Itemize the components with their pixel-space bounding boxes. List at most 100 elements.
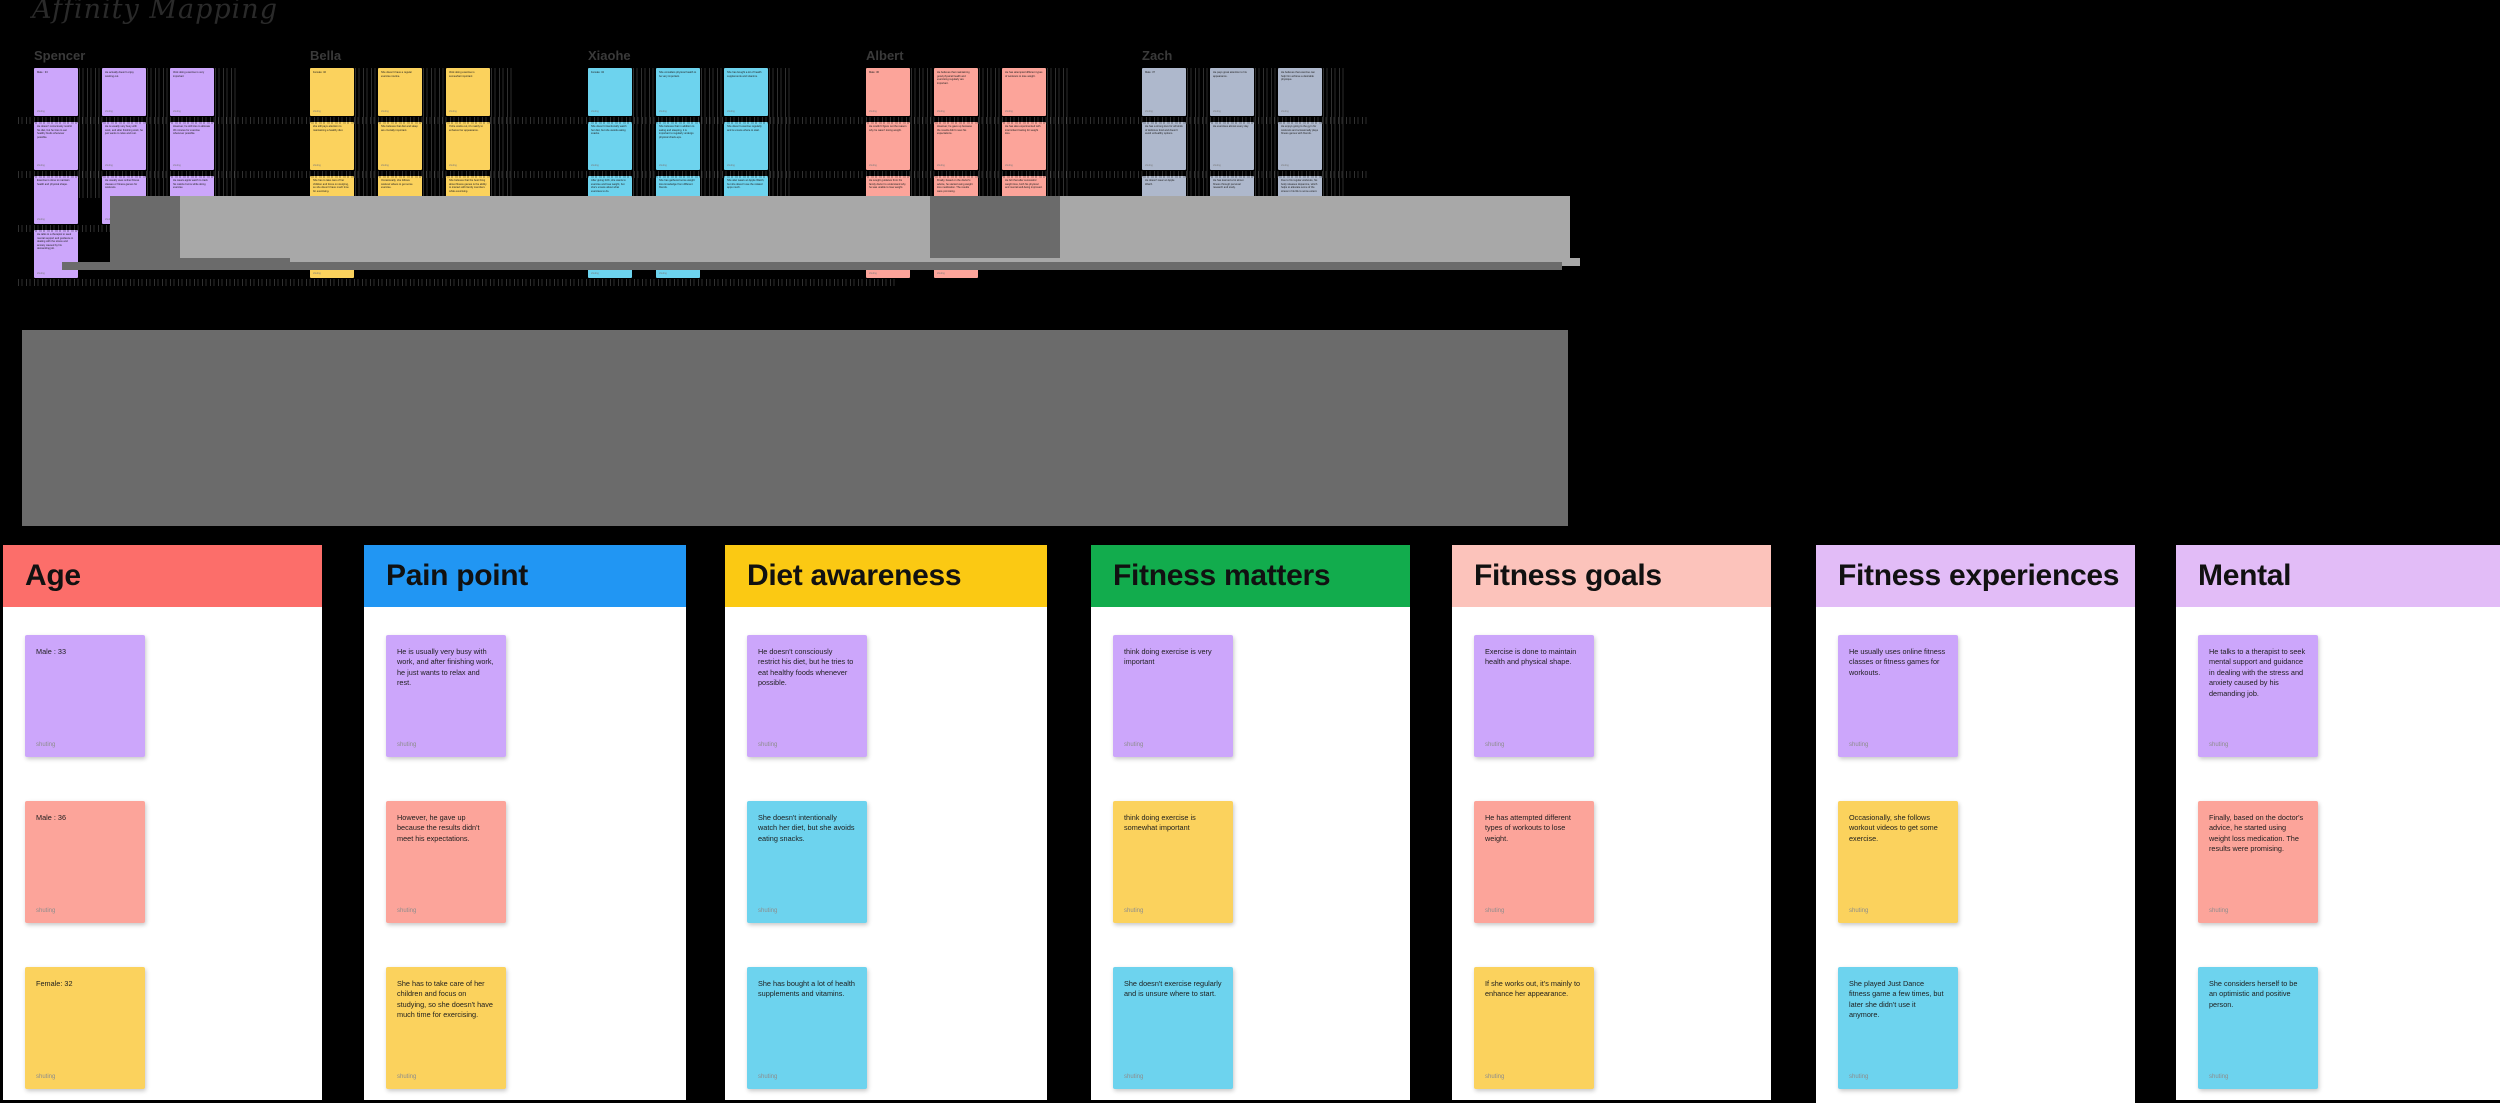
render-artifact <box>1047 68 1069 198</box>
canvas-sticky-note[interactable]: He also wears an Apple Watch but isn't f… <box>866 230 910 278</box>
canvas-sticky-note[interactable]: He doesn't wear an Apple Watch.shuting <box>1142 176 1186 224</box>
sticky-note[interactable]: Exercise is done to maintain health and … <box>1474 635 1594 757</box>
canvas-sticky-note[interactable]: Due to his regular workouts, his body re… <box>1278 176 1322 224</box>
sticky-note-text: He believes that exercise can help him a… <box>1281 71 1315 82</box>
sticky-note-text: He has learned a lot about fitness throu… <box>1213 179 1244 190</box>
board-notes-pain-point[interactable]: He is usually very busy with work, and a… <box>364 607 686 1100</box>
sticky-note[interactable]: He doesn't consciously restrict his diet… <box>747 635 867 757</box>
canvas-sticky-note[interactable]: Finally, based on the doctor's advice, h… <box>934 176 978 224</box>
sticky-note[interactable]: She has to take care of her children and… <box>386 967 506 1089</box>
sticky-note[interactable]: He has attempted different types of work… <box>1474 801 1594 923</box>
sticky-note[interactable]: He talks to a therapist to seek mental s… <box>2198 635 2318 757</box>
canvas-sticky-note[interactable]: She considers physical health to be very… <box>656 68 700 116</box>
sticky-note-author: shuting <box>1485 908 1505 914</box>
canvas-sticky-note[interactable]: She doesn't have a regular exercise rout… <box>378 68 422 116</box>
canvas-sticky-note[interactable]: He has attempted different types of work… <box>1002 68 1046 116</box>
sticky-note[interactable]: He is usually very busy with work, and a… <box>386 635 506 757</box>
sticky-note[interactable]: Finally, based on the doctor's advice, h… <box>2198 801 2318 923</box>
canvas-sticky-note[interactable]: He usually uses online fitness classes o… <box>102 176 146 224</box>
sticky-note[interactable]: If she works out, it's mainly to enhance… <box>1474 967 1594 1089</box>
canvas-sticky-note[interactable]: However, he gave up because the results … <box>934 122 978 170</box>
canvas-sticky-note[interactable]: She believes that the best thing about f… <box>446 176 490 224</box>
sticky-note-text: She has to take care of her children and… <box>397 979 493 1020</box>
canvas-sticky-note[interactable]: She played Just Dance fitness game a few… <box>588 230 632 278</box>
sticky-note[interactable]: However, he gave up because the results … <box>386 801 506 923</box>
board-notes-mental[interactable]: He talks to a therapist to seek mental s… <box>2176 607 2500 1100</box>
sticky-note-text: However, he gave up because the results … <box>397 813 480 843</box>
sticky-note[interactable]: Occasionally, she follows workout videos… <box>1838 801 1958 923</box>
sticky-note[interactable]: She doesn't exercise regularly and is un… <box>1113 967 1233 1089</box>
sticky-note-text: She played Just Dance fitness game a few… <box>591 233 628 244</box>
canvas-sticky-note[interactable]: He pays great attention to his appearanc… <box>1210 68 1254 116</box>
canvas-sticky-note[interactable]: She has to take care of her children and… <box>310 176 354 224</box>
canvas-sticky-note[interactable]: think doing exercise is somewhat importa… <box>446 68 490 116</box>
sticky-note-author: shuting <box>2209 1074 2229 1080</box>
canvas-sticky-note[interactable]: She considers herself to be an optimisti… <box>656 230 700 278</box>
canvas-sticky-note[interactable]: She believes that diet and sleep are cru… <box>378 122 422 170</box>
canvas-sticky-note[interactable]: He is usually very busy with work, and a… <box>102 122 146 170</box>
canvas-sticky-note[interactable]: He couldn't figure out the reason why he… <box>866 122 910 170</box>
canvas-sticky-note[interactable]: He enjoys going to the gym for workouts … <box>1278 122 1322 170</box>
canvas-sticky-note[interactable]: He sought guidance from his family docto… <box>866 176 910 224</box>
canvas-sticky-note[interactable]: If she works out, it's mainly to enhance… <box>446 122 490 170</box>
board-notes-diet-awareness[interactable]: He doesn't consciously restrict his diet… <box>725 607 1047 1100</box>
sticky-note-text: Exercise is done to maintain health and … <box>37 179 70 186</box>
sticky-note-author: shuting <box>36 1074 56 1080</box>
canvas-sticky-note[interactable]: He has a strong love for all kinds of de… <box>1142 122 1186 170</box>
render-artifact <box>355 68 377 198</box>
canvas-sticky-note[interactable]: She also wears an Apple Watch, but she d… <box>724 176 768 224</box>
sticky-note[interactable]: She considers herself to be an optimisti… <box>2198 967 2318 1089</box>
canvas-sticky-note[interactable]: He believes that maintaining good physic… <box>934 68 978 116</box>
canvas-sticky-note[interactable]: He wears apple watch to track his calori… <box>170 176 214 224</box>
canvas-sticky-note[interactable]: He exercises almost every day.shuting <box>1210 122 1254 170</box>
canvas-sticky-note[interactable]: He actually doesn't enjoy working out.sh… <box>102 68 146 116</box>
canvas-sticky-note[interactable]: He talks to a therapist to seek mental s… <box>34 230 78 278</box>
sticky-note[interactable]: She played Just Dance fitness game a few… <box>1838 967 1958 1089</box>
board-notes-fitness-goals[interactable]: Exercise is done to maintain health and … <box>1452 607 1771 1100</box>
canvas-sticky-note[interactable]: Occasionally, she follows workout videos… <box>378 176 422 224</box>
canvas-sticky-note[interactable]: However, he still tries to allocate 30 m… <box>170 122 214 170</box>
sticky-note[interactable]: He usually uses online fitness classes o… <box>1838 635 1958 757</box>
sticky-note[interactable]: She doesn't intentionally watch her diet… <box>747 801 867 923</box>
sticky-note-text: He sought guidance from his family docto… <box>869 179 906 190</box>
canvas-sticky-note[interactable]: She has gathered some weight loss knowle… <box>656 176 700 224</box>
sticky-note[interactable]: think doing exercise is somewhat importa… <box>1113 801 1233 923</box>
canvas-sticky-note[interactable]: Exercise is done to maintain health and … <box>34 176 78 224</box>
canvas-sticky-note[interactable]: He has also experimented with intermitte… <box>1002 122 1046 170</box>
canvas-sticky-note[interactable]: She believes that in addition to eating … <box>656 122 700 170</box>
board-notes-fitness-experiences[interactable]: He usually uses online fitness classes o… <box>1816 607 2135 1103</box>
canvas-sticky-note[interactable]: She doesn't intentionally watch her diet… <box>588 122 632 170</box>
canvas-sticky-note[interactable]: After giving birth, she wants to exercis… <box>588 176 632 224</box>
canvas-sticky-note[interactable]: He doesn't consciously restrict his diet… <box>34 122 78 170</box>
sticky-note[interactable]: She has bought a lot of health supplemen… <box>747 967 867 1089</box>
canvas-sticky-note[interactable]: He felt that after successful weight los… <box>1002 176 1046 224</box>
canvas-sticky-note[interactable]: she still pays attention to maintaining … <box>310 122 354 170</box>
canvas-sticky-note[interactable]: He believes that exercise can help him a… <box>1278 68 1322 116</box>
canvas-sticky-note[interactable]: She has bought a lot of health supplemen… <box>724 68 768 116</box>
sticky-note-author: shuting <box>869 218 877 221</box>
canvas-sticky-note[interactable]: He has learned a lot about fitness throu… <box>1210 176 1254 224</box>
canvas-sticky-note[interactable]: She doesn't exercise regularly and is un… <box>724 122 768 170</box>
canvas-sticky-note[interactable]: He hasn't played any fitness games.shuti… <box>934 230 978 278</box>
